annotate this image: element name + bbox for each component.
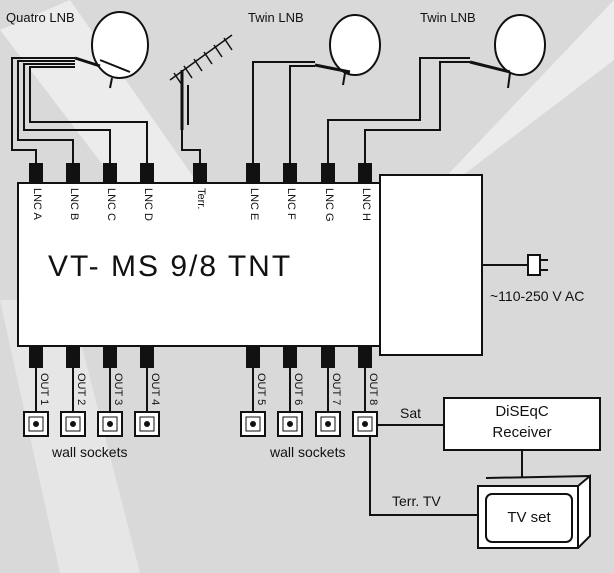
output-connector-7 [321,346,335,368]
input-connector-lnc-a [29,163,43,183]
input-label-lnc-h: LNC H [360,188,372,222]
quatro-lnb-label: Quatro LNB [6,10,75,25]
input-label-lnc-a: LNC A [31,188,43,220]
input-connector-terr [193,163,207,183]
output-label-7: OUT 7 [330,373,342,406]
power-plug-icon [482,254,548,276]
input-connector-lnc-b [66,163,80,183]
wall-socket-8 [352,411,378,437]
input-label-terr: Terr. [195,188,207,210]
output-connector-5 [246,346,260,368]
output-connector-8 [358,346,372,368]
receiver-label-line2: Receiver [492,424,552,441]
device-title: VT- MS 9/8 TNT [48,250,293,283]
wall-sockets-label-2: wall sockets [270,444,346,460]
sat-link-label: Sat [400,405,422,421]
wall-socket-6 [277,411,303,437]
receiver-box [443,397,601,451]
twin-lnb-dish-2 [469,14,546,89]
output-connector-1 [29,346,43,368]
output-connectors [29,346,372,368]
terrestrial-antenna [169,34,233,130]
output-connector-2 [66,346,80,368]
power-supply-box [379,174,483,356]
input-label-lnc-c: LNC C [105,188,117,222]
output-connector-4 [140,346,154,368]
input-connector-lnc-c [103,163,117,183]
wall-socket-1 [23,411,49,437]
twin-lnb-dish-1 [314,14,381,86]
output-label-4: OUT 4 [149,373,161,406]
output-label-3: OUT 3 [112,373,124,406]
output-connector-6 [283,346,297,368]
input-label-lnc-e: LNC E [248,188,260,221]
input-connector-lnc-e [246,163,260,183]
twin-lnb-label-2: Twin LNB [420,10,476,25]
input-label-lnc-d: LNC D [142,188,154,222]
tv-set-icon [477,473,591,549]
input-connectors [29,163,372,183]
input-connector-lnc-h [358,163,372,183]
wall-socket-3 [97,411,123,437]
wall-sockets-label-1: wall sockets [52,444,128,460]
multiswitch-box [17,182,381,347]
wall-socket-7 [315,411,341,437]
quatro-lnb-dish [74,11,149,89]
output-label-8: OUT 8 [367,373,379,406]
output-label-5: OUT 5 [255,373,267,406]
input-connector-lnc-d [140,163,154,183]
input-label-lnc-b: LNC B [68,188,80,221]
input-label-lnc-g: LNC G [323,188,335,222]
wall-socket-2 [60,411,86,437]
power-label: ~110-250 V AC [490,288,585,304]
terr-tv-link-label: Terr. TV [392,493,441,509]
twin-lnb-label-1: Twin LNB [248,10,304,25]
tv-set-label: TV set [507,509,551,526]
output-cables [35,368,523,516]
input-label-lnc-f: LNC F [285,188,297,220]
output-connector-3 [103,346,117,368]
input-connector-lnc-g [321,163,335,183]
output-label-6: OUT 6 [292,373,304,406]
wall-socket-4 [134,411,160,437]
output-label-2: OUT 2 [75,373,87,406]
wall-sockets-group [23,411,378,437]
wall-socket-5 [240,411,266,437]
input-connector-lnc-f [283,163,297,183]
receiver-label-line1: DiSEqC [495,403,549,420]
lnb-cables [11,57,470,165]
output-label-1: OUT 1 [38,373,50,406]
